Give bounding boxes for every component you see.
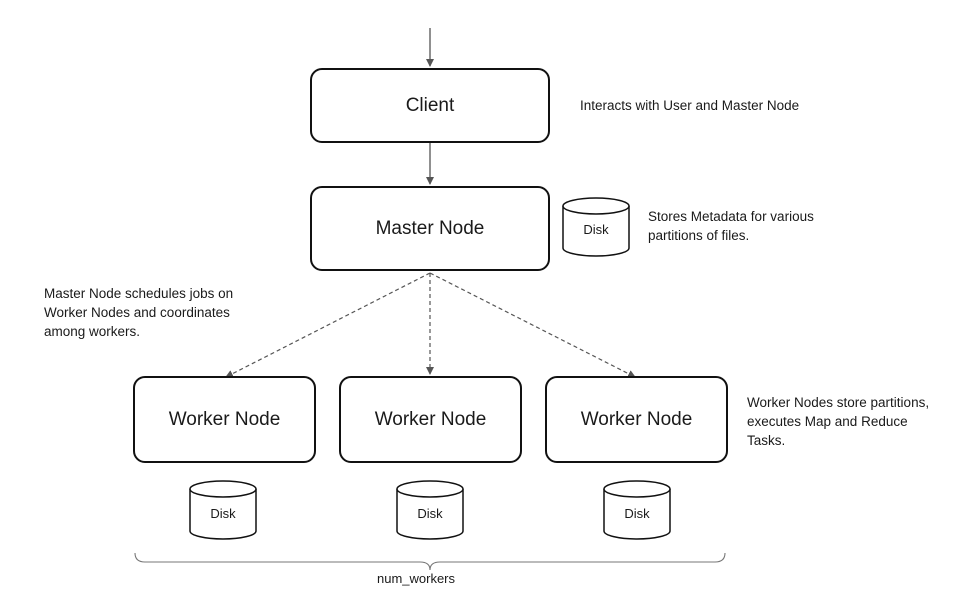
master-schedules-annotation: Master Node schedules jobs on Worker Nod… xyxy=(44,286,234,339)
client-node: Client xyxy=(310,68,550,143)
worker-1-disk-icon: Disk xyxy=(189,480,257,540)
master-disk-icon: Disk xyxy=(562,197,630,257)
num-workers-label: num_workers xyxy=(376,571,456,586)
worker-node-2-label: Worker Node xyxy=(374,408,487,430)
master-disk-annotation: Stores Metadata for various partitions o… xyxy=(648,209,814,243)
worker-node-2: Worker Node xyxy=(339,376,522,463)
worker-node-1: Worker Node xyxy=(133,376,316,463)
worker-3-disk-icon: Disk xyxy=(603,480,671,540)
worker-node-3: Worker Node xyxy=(545,376,728,463)
master-disk-label: Disk xyxy=(583,222,609,237)
worker-node-1-label: Worker Node xyxy=(168,408,281,430)
master-node-label: Master Node xyxy=(375,217,485,239)
worker-3-disk-label: Disk xyxy=(624,506,650,521)
workers-annotation: Worker Nodes store partitions, executes … xyxy=(747,395,930,448)
master-node: Master Node xyxy=(310,186,550,271)
worker-2-disk-label: Disk xyxy=(417,506,443,521)
client-annotation: Interacts with User and Master Node xyxy=(580,98,800,113)
worker-node-3-label: Worker Node xyxy=(580,408,693,430)
arrow-master-to-worker-3 xyxy=(429,272,636,378)
worker-2-disk-icon: Disk xyxy=(396,480,464,540)
arrow-master-to-worker-1 xyxy=(225,272,431,378)
worker-1-disk-label: Disk xyxy=(210,506,236,521)
client-node-label: Client xyxy=(405,94,455,116)
workers-brace xyxy=(134,552,726,571)
